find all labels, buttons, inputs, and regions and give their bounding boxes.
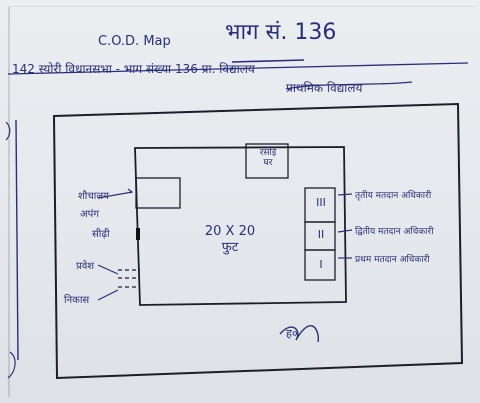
room-boundary [134,146,347,306]
signature-label: ह० [286,327,298,340]
margin-mark-bottom [7,351,16,379]
arrow-toilet [97,191,133,199]
left-label-entry: प्रवेश [76,261,95,272]
right-label-first-officer: प्रथम मतदान अधिकारी [355,255,430,265]
booth-box-1 [304,249,336,281]
room-size-label: 20 X 20 फुट [204,224,256,255]
part-underline [231,59,305,63]
left-label-exit: निकास [64,295,90,306]
school-underline [285,81,413,90]
paper-edge [8,6,474,397]
left-label-stairs: सीढ़ी [92,229,110,240]
header-underline [7,62,469,75]
booth-label-2: II [317,228,325,241]
right-label-second-officer: द्वितीय मतदान अधिकारी [355,227,434,237]
booth-label-1: I [319,258,323,271]
left-marker [136,228,140,240]
left-margin-line [15,119,19,361]
map-boundary [52,102,464,380]
right-label-third-officer: तृतीय मतदान अधिकारी [355,191,432,201]
kitchen-label: रसोई घर [259,148,277,168]
booth-label-3: III [316,196,326,209]
margin-mark-top [5,121,11,141]
left-label-toilet: शौचालय [78,191,109,202]
arrowhead-toilet [127,188,134,194]
signature-scribble [279,324,319,343]
arrow-right-2 [337,229,353,233]
header-part-label: भाग सं. 136 [225,20,337,45]
school-line: प्राथमिक विद्यालय [286,81,363,95]
arrow-exit [97,289,119,301]
toilet-box [135,177,181,209]
arrow-entry [97,264,119,275]
kitchen-box [245,143,289,179]
header-ref-line: 142 स्योरी विधानसभा - भाग संख्या 136 प्र… [12,62,255,76]
header-code: C.O.D. Map [98,34,171,49]
arrow-right-3 [337,193,353,196]
left-label-disabled: अपंग [80,209,99,220]
